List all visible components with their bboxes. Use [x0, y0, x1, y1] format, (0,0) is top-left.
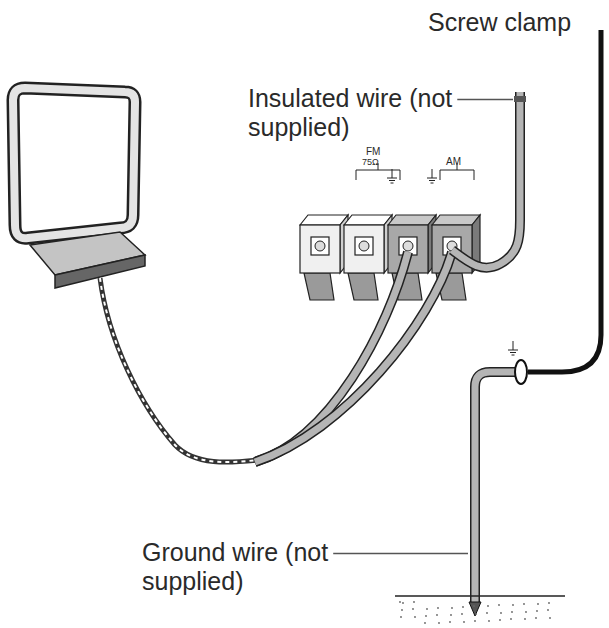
leader-line — [457, 99, 513, 101]
terminal — [300, 215, 348, 300]
terminal-label: FM — [366, 146, 380, 158]
terminal — [344, 215, 392, 300]
leader-lines — [333, 99, 513, 553]
antenna-lead — [100, 278, 258, 462]
part-label: Screw clamp — [428, 8, 571, 37]
ground-symbol — [427, 169, 437, 183]
antenna-lead-twist — [100, 278, 258, 462]
loop-antenna — [13, 88, 135, 238]
ground-symbol — [508, 341, 518, 355]
loop-antenna-face — [13, 88, 135, 238]
part-label: Insulated wire (not supplied) — [248, 84, 498, 142]
ground-soil — [399, 601, 551, 624]
ground-symbol — [387, 169, 397, 183]
leader-line — [333, 553, 468, 555]
ground-symbols — [387, 169, 518, 355]
terminal-label: AM — [446, 156, 461, 168]
impedance-label: 75Ω — [362, 157, 379, 167]
part-label: Ground wire (not supplied) — [142, 538, 392, 596]
